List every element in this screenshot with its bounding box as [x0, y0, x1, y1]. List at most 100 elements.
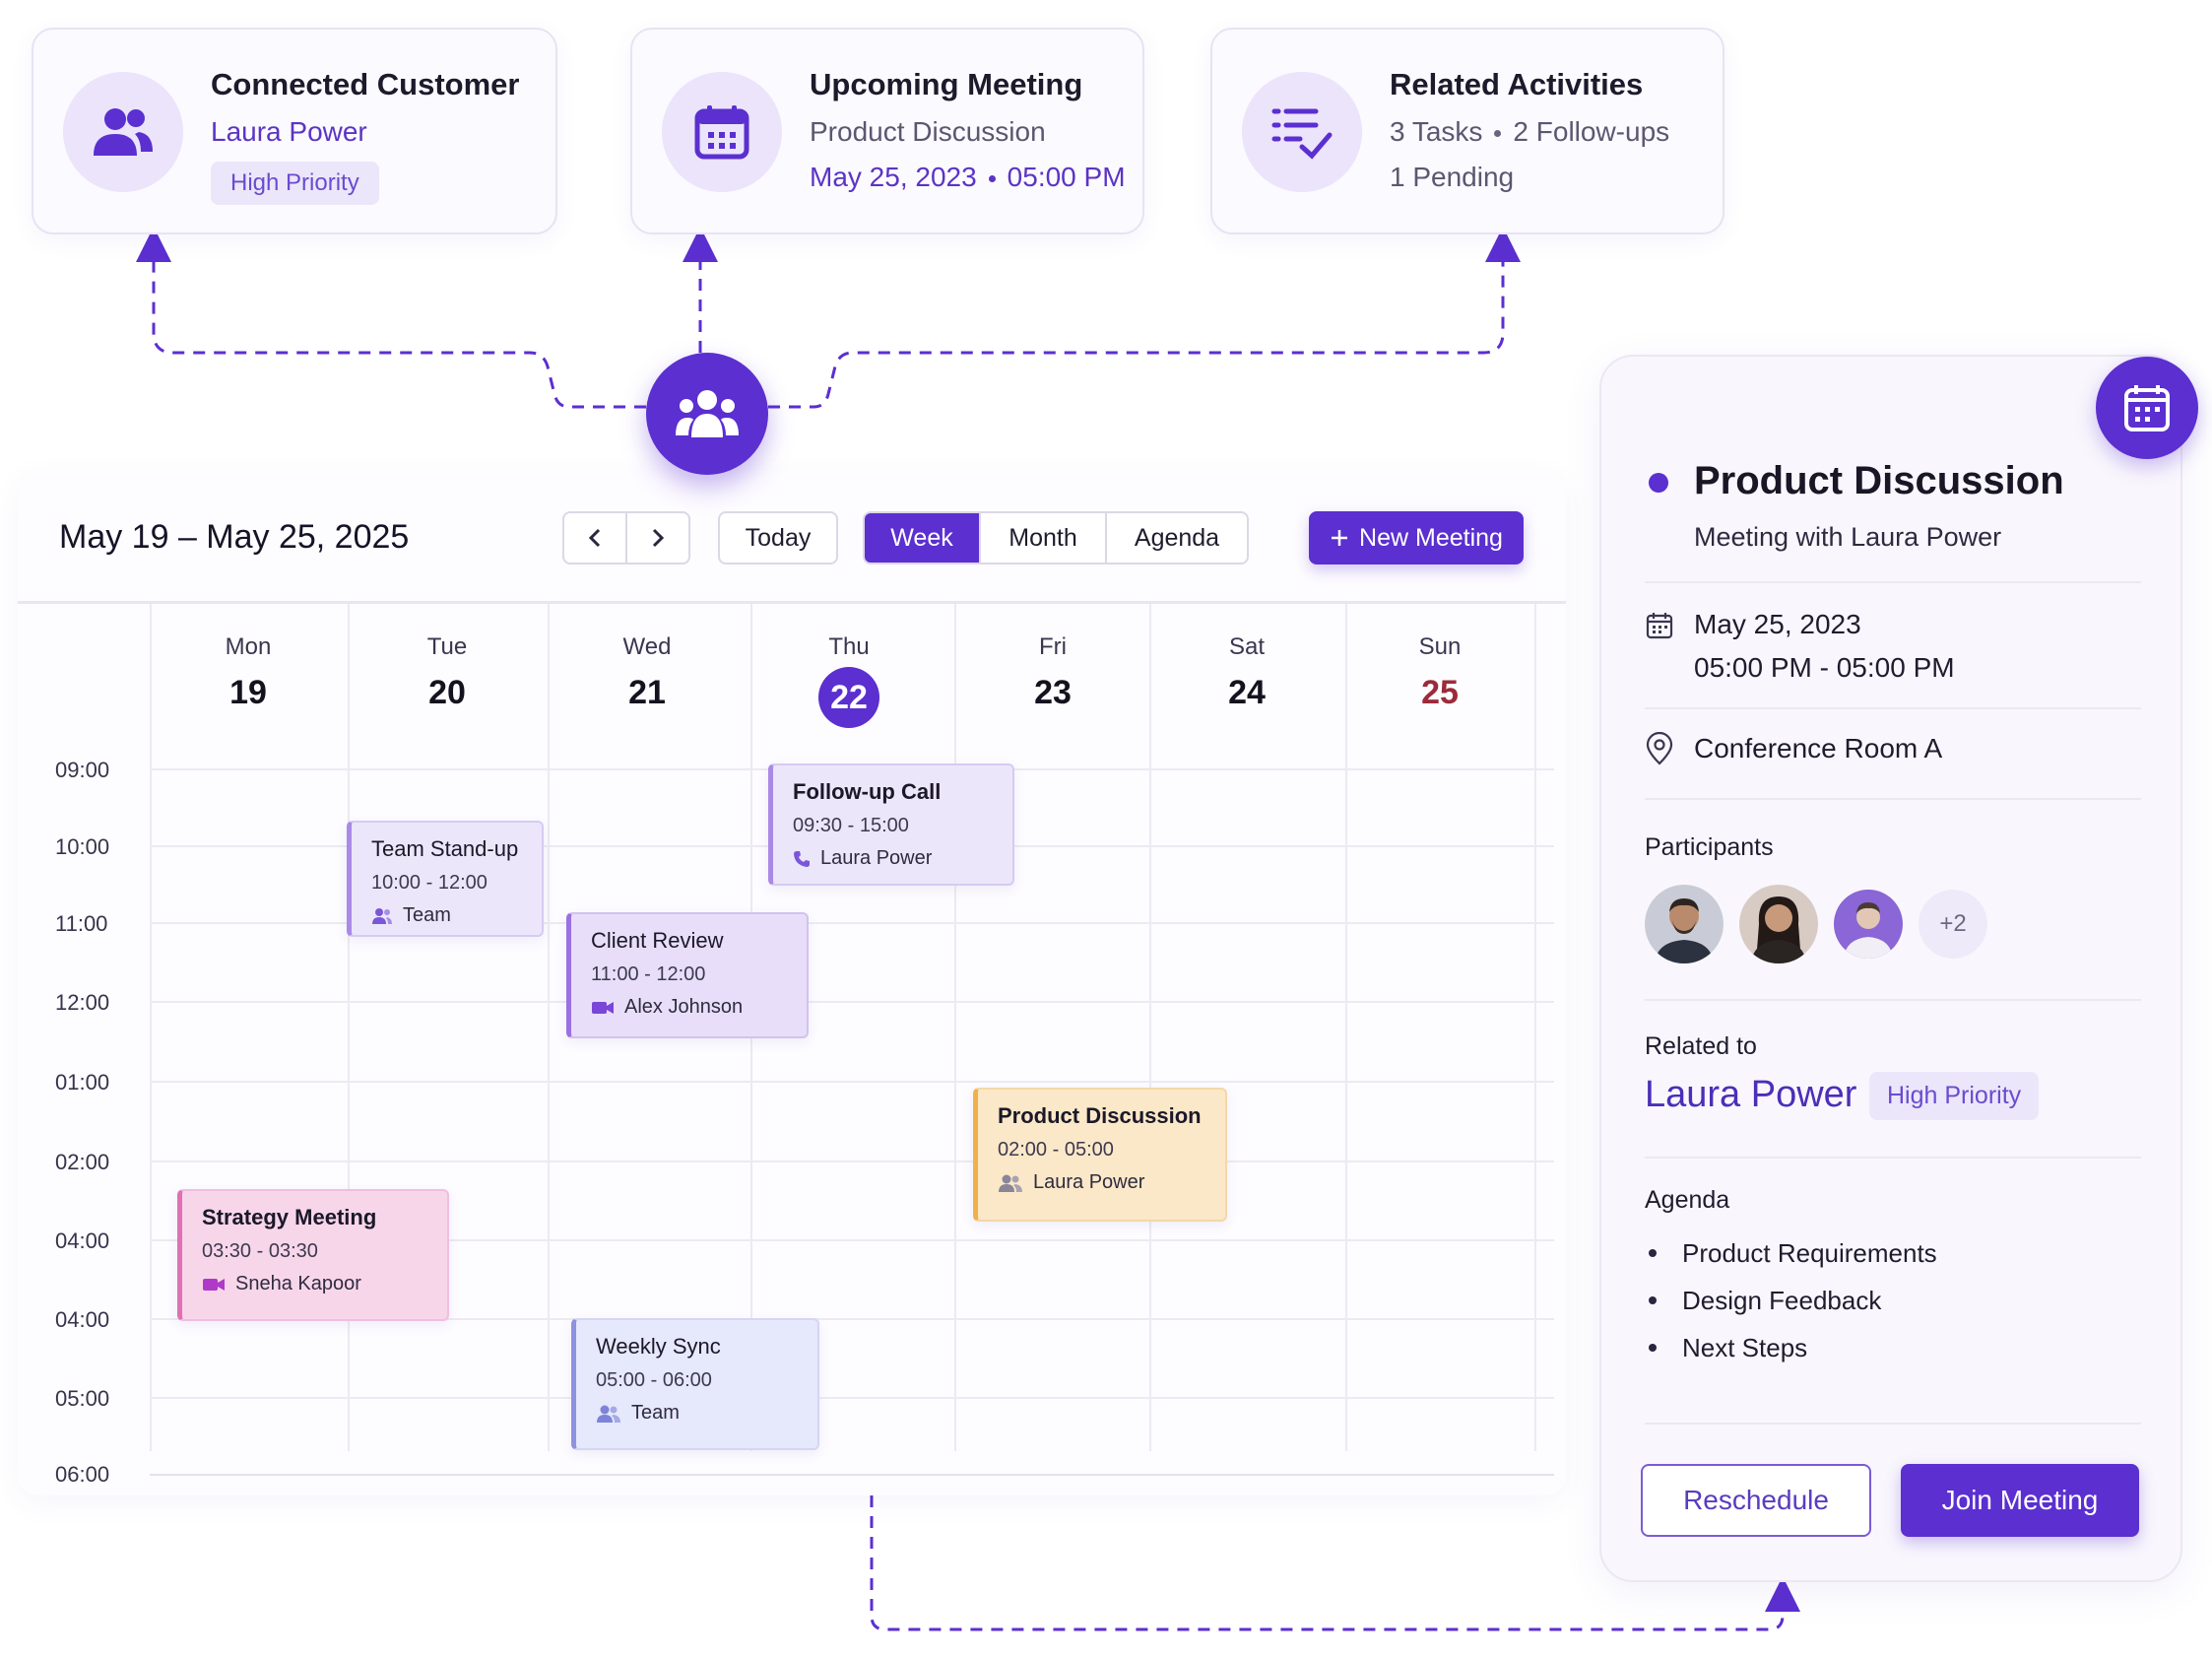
event-title: Team Stand-up [371, 836, 519, 861]
divider [1645, 1157, 2141, 1159]
event-participant: Sneha Kapoor [202, 1273, 429, 1295]
avatar[interactable] [1834, 890, 1903, 959]
time-label: 12:00 [55, 990, 110, 1015]
event-participant-name: Sneha Kapoor [235, 1273, 361, 1294]
event-participant: Team [596, 1402, 800, 1425]
day-number: 21 [628, 674, 666, 711]
reschedule-button[interactable]: Reschedule [1641, 1464, 1871, 1537]
day-number: 19 [229, 674, 267, 711]
connected-customer-card[interactable]: Connected Customer Laura Power High Prio… [32, 28, 557, 234]
new-meeting-button[interactable]: New Meeting [1309, 511, 1524, 564]
day-name: Tue [426, 633, 468, 660]
more-participants-badge[interactable]: +2 [1919, 890, 1987, 959]
day-header-tue[interactable]: Tue 20 [349, 633, 546, 730]
view-week-button[interactable]: Week [865, 513, 979, 563]
details-date-row: May 25, 2023 05:00 PM - 05:00 PM [1645, 603, 1955, 690]
time-label: 01:00 [55, 1070, 110, 1095]
divider [1645, 707, 2141, 709]
details-subtitle: Meeting with Laura Power [1694, 522, 2002, 552]
separator-dot [1494, 130, 1502, 138]
event-follow-up-call[interactable]: Follow-up Call 09:30 - 15:00 Laura Power [768, 763, 1014, 886]
day-number: 20 [428, 674, 466, 711]
grid-line [348, 604, 350, 1451]
time-label: 09:00 [55, 758, 110, 782]
grid-line [1345, 604, 1347, 1451]
next-week-button[interactable] [625, 513, 688, 563]
grid-line [150, 1318, 1554, 1320]
join-meeting-button[interactable]: Join Meeting [1901, 1464, 2139, 1537]
details-time: 05:00 PM - 05:00 PM [1694, 652, 1955, 683]
upcoming-meeting-card[interactable]: Upcoming Meeting Product Discussion May … [630, 28, 1144, 234]
agenda-item: Next Steps [1645, 1324, 1937, 1371]
grid-line [150, 1397, 1554, 1399]
time-label: 06:00 [55, 1462, 110, 1487]
event-strategy-meeting[interactable]: Strategy Meeting 03:30 - 03:30 Sneha Kap… [177, 1189, 449, 1321]
today-button[interactable]: Today [718, 511, 838, 564]
calendar-icon [2096, 357, 2198, 459]
event-participant: Alex Johnson [591, 996, 789, 1019]
chevron-right-icon [652, 528, 665, 548]
time-label: 04:00 [55, 1307, 110, 1332]
grid-line [150, 1001, 1554, 1003]
time-label: 05:00 [55, 1386, 110, 1411]
event-time: 02:00 - 05:00 [998, 1139, 1114, 1161]
day-header-wed[interactable]: Wed 21 [549, 633, 746, 730]
day-number: 25 [1421, 674, 1459, 711]
avatar[interactable] [1645, 885, 1724, 963]
time-label: 10:00 [55, 834, 110, 859]
divider [1645, 798, 2141, 800]
event-time: 10:00 - 12:00 [371, 872, 488, 894]
day-header-mon[interactable]: Mon 19 [150, 633, 347, 730]
status-dot [1649, 473, 1668, 493]
event-title: Client Review [591, 928, 724, 953]
related-customer-link[interactable]: Laura Power [1645, 1074, 1857, 1115]
day-header-fri[interactable]: Fri 23 [954, 633, 1151, 730]
event-client-review[interactable]: Client Review 11:00 - 12:00 Alex Johnson [566, 912, 809, 1038]
day-name: Sun [1418, 633, 1462, 660]
event-title: Product Discussion [998, 1103, 1202, 1128]
day-header-sat[interactable]: Sat 24 [1148, 633, 1345, 730]
meeting-date: May 25, 2023 [810, 162, 977, 192]
day-name: Fri [1039, 633, 1067, 660]
divider [1645, 581, 2141, 583]
calendar-icon [1646, 613, 1673, 639]
view-agenda-button[interactable]: Agenda [1105, 513, 1247, 563]
day-name: Mon [225, 633, 272, 660]
plus-icon [1332, 530, 1348, 546]
today-day-number: 22 [818, 667, 879, 728]
details-location-row: Conference Room A [1645, 727, 1942, 770]
customer-name[interactable]: Laura Power [211, 116, 367, 147]
details-title: Product Discussion [1694, 459, 2064, 502]
grid-line [150, 1161, 1554, 1162]
day-header-thu[interactable]: Thu 22 [750, 633, 947, 728]
related-to-label: Related to [1645, 1032, 1757, 1060]
day-name: Thu [828, 633, 870, 660]
event-product-discussion[interactable]: Product Discussion 02:00 - 05:00 Laura P… [973, 1088, 1227, 1222]
event-title: Weekly Sync [596, 1334, 721, 1359]
header-divider [18, 601, 1566, 604]
calendar-icon [662, 72, 782, 192]
users-icon [63, 72, 183, 192]
previous-week-button[interactable] [564, 513, 625, 563]
avatar[interactable] [1739, 885, 1818, 963]
event-time: 09:30 - 15:00 [793, 815, 909, 836]
grid-line [150, 604, 152, 1451]
agenda-item: Product Requirements [1645, 1229, 1937, 1277]
grid-line [548, 604, 550, 1451]
card-title: Connected Customer [211, 67, 520, 101]
week-calendar: May 19 – May 25, 2025 Today Week Month A… [18, 471, 1566, 1495]
day-number: 23 [1034, 674, 1072, 711]
event-participant: Laura Power [998, 1171, 1207, 1194]
date-navigation [562, 511, 690, 564]
location-pin-icon [1646, 732, 1673, 765]
view-month-button[interactable]: Month [979, 513, 1105, 563]
event-team-standup[interactable]: Team Stand-up 10:00 - 12:00 Team [347, 821, 544, 937]
chevron-left-icon [588, 528, 601, 548]
time-label: 04:00 [55, 1228, 110, 1253]
event-participant-name: Laura Power [820, 847, 933, 869]
event-weekly-sync[interactable]: Weekly Sync 05:00 - 06:00 Team [571, 1318, 819, 1450]
day-name: Wed [622, 633, 672, 660]
day-header-sun[interactable]: Sun 25 [1341, 633, 1538, 730]
